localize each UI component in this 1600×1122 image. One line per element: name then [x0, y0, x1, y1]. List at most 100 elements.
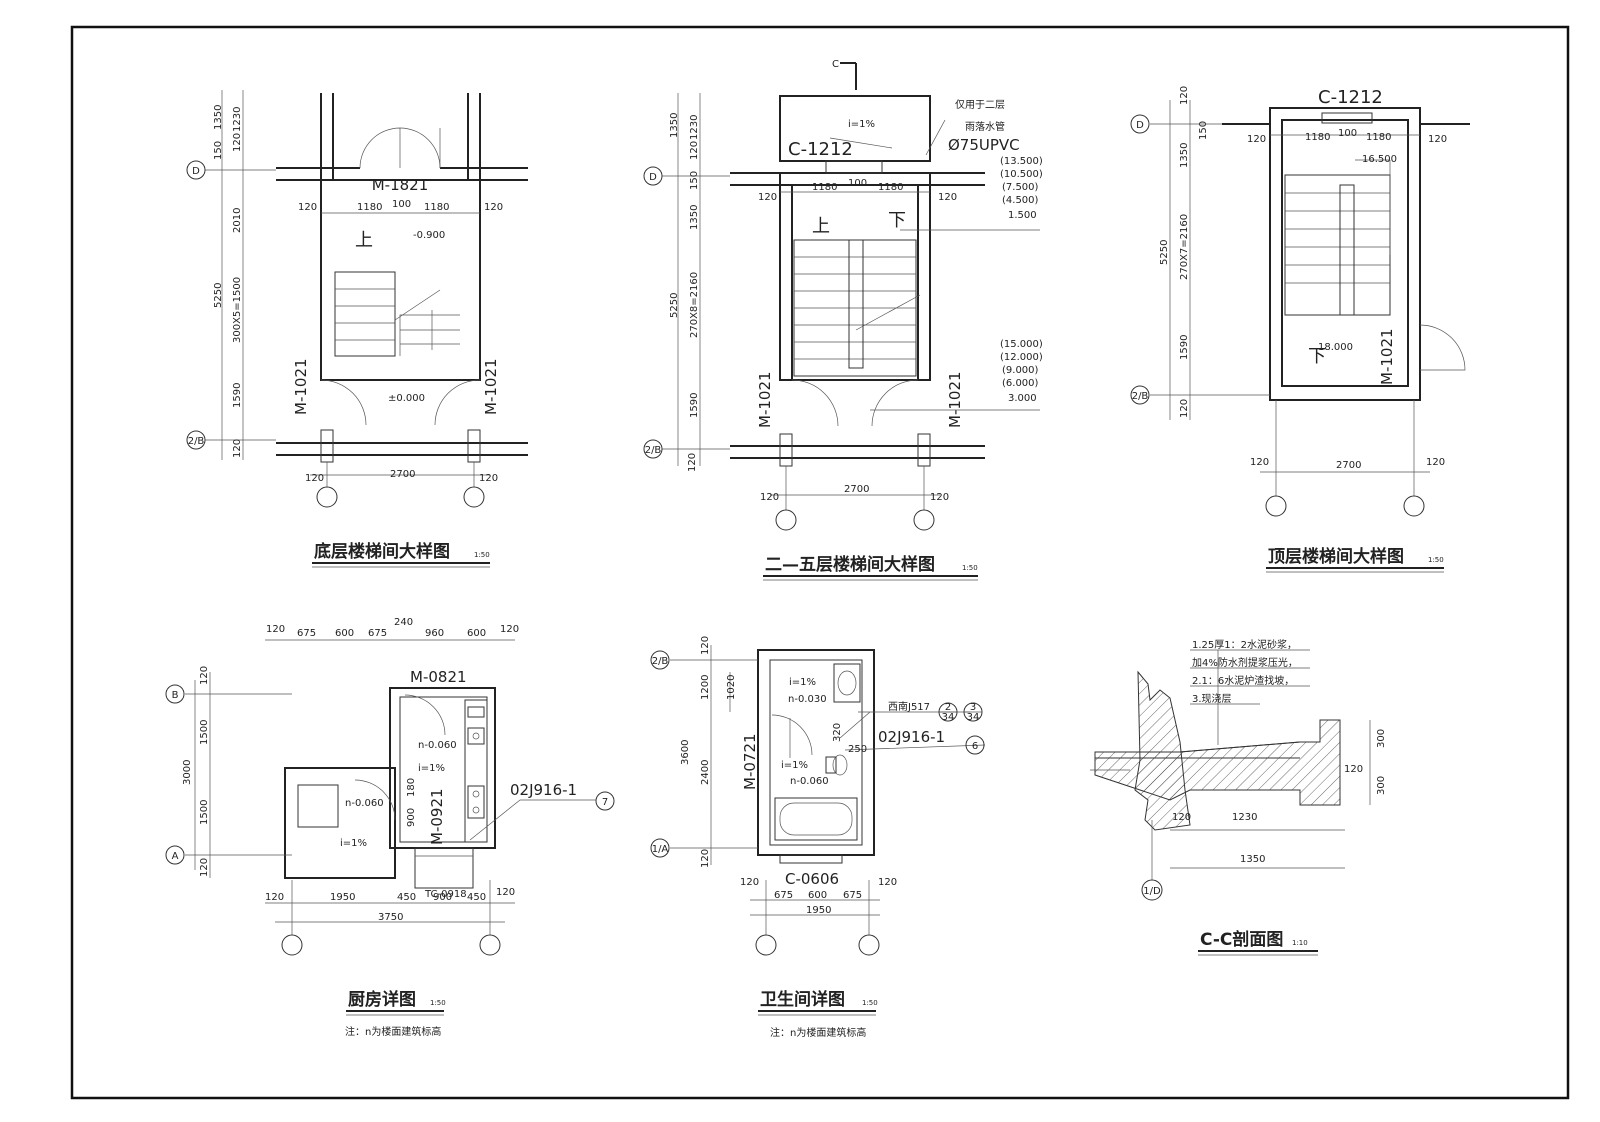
window-label: C-1212	[788, 139, 853, 160]
top-stair-plan	[1130, 100, 1470, 517]
ref-mark: 34	[942, 712, 955, 723]
mid-stair-labels: C D 2/B C-1212 i=1% 仅用于二层 雨落水管 Ø75UPVC (…	[645, 59, 1043, 581]
axis-label: 1/D	[1143, 886, 1161, 897]
note-text: Ø75UPVC	[948, 136, 1020, 154]
dim-text: 120	[496, 887, 515, 898]
dim-text: 300	[1376, 729, 1387, 748]
dim-text: 120	[1428, 134, 1447, 145]
dim-text: 120	[1179, 86, 1190, 105]
note-text: 3.现浇层	[1192, 692, 1232, 705]
dim-text: 1180	[424, 202, 449, 213]
axis-label: 2/B	[645, 445, 662, 456]
dim-text: 675	[843, 890, 862, 901]
level-mark: n-0.060	[345, 798, 384, 809]
dim-text: 120	[938, 192, 957, 203]
dim-text: 2700	[1336, 460, 1361, 471]
note-text: 仅用于二层	[955, 99, 1005, 111]
dim-text: 1590	[1179, 335, 1190, 360]
dim-text: 300X5=1500	[232, 277, 243, 343]
ref-mark: 34	[967, 712, 980, 723]
dim-text: 120	[878, 877, 897, 888]
stair-down-label: 下	[1308, 346, 1326, 367]
dim-text: 1020	[726, 675, 737, 700]
dim-text: 120	[689, 141, 700, 160]
dim-text: 120	[930, 492, 949, 503]
window-label: C-1212	[1318, 87, 1383, 108]
drawing-scale: 1:50	[430, 999, 446, 1007]
dim-text: 120	[265, 892, 284, 903]
ground-stair-labels: D 2/B M-1821 M-1021 M-1021 -0.900 ±0.000…	[188, 105, 503, 568]
dim-text: 1180	[878, 182, 903, 193]
dim-text: 600	[808, 890, 827, 901]
dim-text: 120	[305, 473, 324, 484]
dim-text: 150	[1198, 121, 1209, 140]
dim-text: 150	[689, 171, 700, 190]
window-label: TC-0918	[424, 889, 467, 900]
door-label: M-0721	[741, 733, 759, 790]
dim-text: 1950	[330, 892, 355, 903]
level-mark: 18.000	[1318, 342, 1353, 353]
dim-text: 5250	[669, 293, 680, 318]
dim-text: 120	[700, 849, 711, 868]
stair-up-label: 上	[355, 230, 373, 251]
dim-text: 240	[394, 617, 413, 628]
axis-label: A	[172, 851, 179, 862]
window-label: C-0606	[785, 870, 839, 888]
dim-text: 1230	[689, 115, 700, 140]
door-label: M-0821	[410, 668, 467, 686]
dim-text: 2700	[390, 469, 415, 480]
axis-label: 2/B	[1132, 391, 1149, 402]
level-mark: (12.000)	[1000, 352, 1043, 363]
dim-text: 1590	[232, 383, 243, 408]
dim-text: 120	[484, 202, 503, 213]
top-stair-labels: D 2/B C-1212 16.500 18.000 M-1021 下 120 …	[1132, 86, 1447, 573]
section-cc	[1090, 649, 1371, 901]
dim-text: 450	[467, 892, 486, 903]
stair-up-label: 上	[812, 216, 830, 237]
dim-text: 180	[406, 778, 417, 797]
dim-text: 1230	[1232, 812, 1257, 823]
dim-text: 960	[425, 628, 444, 639]
dim-text: 675	[368, 628, 387, 639]
dim-text: 1200	[700, 675, 711, 700]
level-mark: (15.000)	[1000, 339, 1043, 350]
dim-text: 100	[1338, 128, 1357, 139]
door-label: M-1021	[292, 358, 310, 415]
ref-mark: 3	[970, 702, 976, 713]
dim-text: 600	[467, 628, 486, 639]
dim-text: 120	[199, 666, 210, 685]
slope-label: i=1%	[789, 677, 816, 688]
level-mark: 16.500	[1362, 154, 1397, 165]
level-mark: 1.500	[1008, 210, 1037, 221]
level-mark: (10.500)	[1000, 169, 1043, 180]
ref-label: 西南J517	[888, 700, 930, 713]
section-cc-labels: 1.25厚1：2水泥砂浆， 加4%防水剂提浆压光， 2.1：6水泥炉渣找坡， 3…	[1143, 638, 1387, 956]
door-label: M-1821	[372, 176, 429, 194]
section-mark: C	[832, 59, 839, 70]
bathroom-labels: 2/B 1/A M-0721 C-0606 i=1% i=1% n-0.030 …	[652, 636, 980, 1039]
door-label: M-1021	[756, 371, 774, 428]
dim-text: 120	[1426, 457, 1445, 468]
dim-text: 120	[232, 133, 243, 152]
dim-text: 100	[392, 199, 411, 210]
dim-text: 150	[213, 141, 224, 160]
ref-circle-label: 7	[602, 797, 608, 808]
dim-text: 100	[848, 178, 867, 189]
dim-text: 1350	[1179, 143, 1190, 168]
drawing-title: 底层楼梯间大样图	[314, 541, 450, 562]
dim-text: 1180	[357, 202, 382, 213]
level-mark: -0.900	[413, 230, 445, 241]
dim-text: 600	[335, 628, 354, 639]
dim-text: 1950	[806, 905, 831, 916]
slope-label: i=1%	[781, 760, 808, 771]
dim-text: 450	[397, 892, 416, 903]
dim-text: 1500	[199, 720, 210, 745]
kitchen-plan	[165, 639, 615, 956]
dim-text: 5250	[1159, 240, 1170, 265]
kitchen-labels: B A M-0821 M-0921 TC-0918 n-0.060 n-0.06…	[172, 617, 609, 1038]
dim-text: 2700	[844, 484, 869, 495]
note-text: 1.25厚1：2水泥砂浆，	[1192, 638, 1297, 651]
dim-text: 1180	[1366, 132, 1391, 143]
dim-text: 120	[266, 624, 285, 635]
dim-text: 120	[298, 202, 317, 213]
